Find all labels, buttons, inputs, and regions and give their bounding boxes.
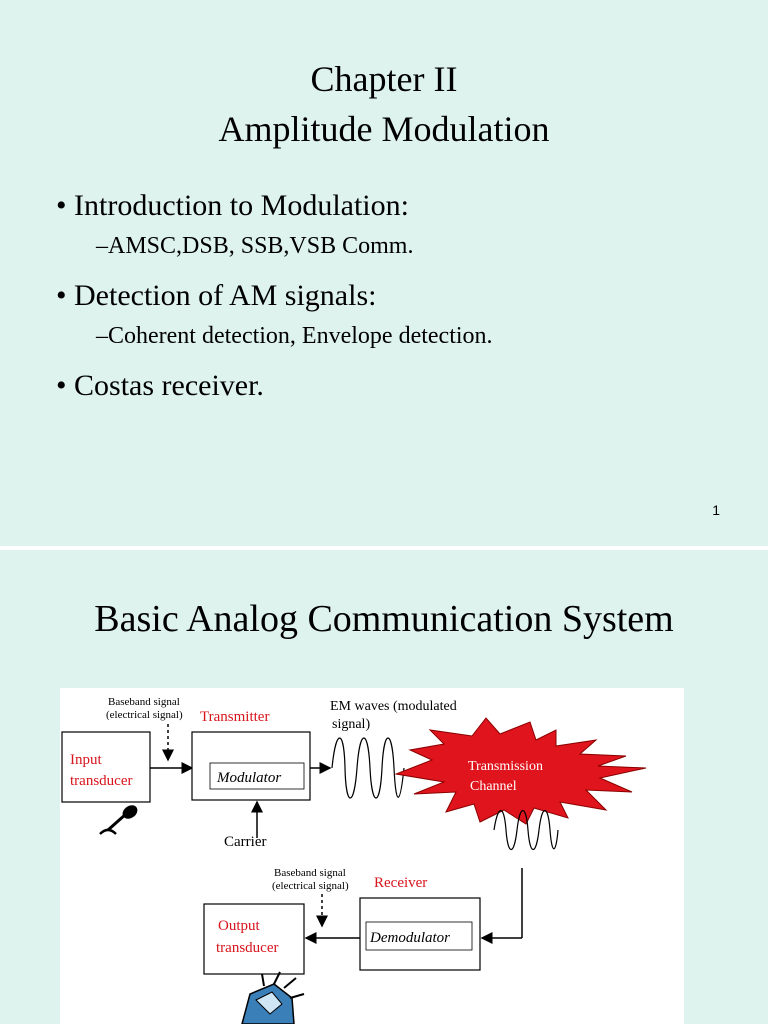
bullet-subitem: –AMSC,DSB, SSB,VSB Comm. [96, 233, 414, 259]
title-line-chapter: Chapter II [310, 59, 458, 99]
bullet-subitem: –Coherent detection, Envelope detection. [96, 323, 493, 349]
bullet-item: • Introduction to Modulation: [56, 189, 409, 222]
baseband-signal-tx-sublabel: (electrical signal) [106, 709, 183, 721]
output-transducer-label: Output [218, 918, 261, 934]
bullet-list: • Introduction to Modulation: –AMSC,DSB,… [56, 186, 756, 406]
channel-sublabel: Channel [470, 779, 517, 794]
output-transducer-sublabel: transducer [216, 940, 278, 956]
demodulator-label: Demodulator [369, 930, 450, 946]
bullet-item: • Detection of AM signals: [56, 279, 377, 312]
demodulator-box [365, 921, 473, 951]
input-transducer-sublabel: transducer [70, 773, 132, 789]
receiver-label: Receiver [374, 875, 427, 891]
output-transducer-box [203, 903, 305, 975]
transmission-channel-burst [394, 717, 647, 825]
slide-1: Chapter II Amplitude Modulation • Introd… [0, 0, 768, 546]
modulator-label: Modulator [216, 770, 281, 786]
modulator-box [209, 762, 305, 790]
em-wave-rx-icon [493, 809, 559, 851]
baseband-signal-rx-sublabel: (electrical signal) [272, 880, 349, 892]
communication-system-diagram: Baseband signal (electrical signal) Tran… [60, 688, 684, 1024]
transmitter-label: Transmitter [200, 709, 269, 725]
em-waves-label: EM waves (modulated [330, 699, 457, 714]
slide-title: Basic Analog Communication System [94, 598, 674, 640]
input-transducer-label: Input [70, 752, 102, 768]
input-transducer-box [61, 731, 151, 803]
em-waves-sublabel: signal) [332, 717, 370, 732]
carrier-label: Carrier [224, 834, 266, 850]
speaker-icon [241, 971, 305, 1024]
microphone-icon [99, 805, 138, 835]
em-wave-tx-icon [331, 737, 405, 799]
bullet-item: • Costas receiver. [56, 369, 264, 402]
baseband-signal-rx-label: Baseband signal [274, 867, 346, 879]
channel-label: Transmission [468, 759, 543, 774]
slide-2: Basic Analog Communication System Baseba… [0, 550, 768, 1024]
page-number: 1 [712, 502, 720, 518]
slide-title: Chapter II Amplitude Modulation [0, 54, 768, 154]
title-line-topic: Amplitude Modulation [218, 109, 550, 149]
diagram-background [60, 688, 684, 1024]
baseband-signal-tx-label: Baseband signal [108, 696, 180, 708]
